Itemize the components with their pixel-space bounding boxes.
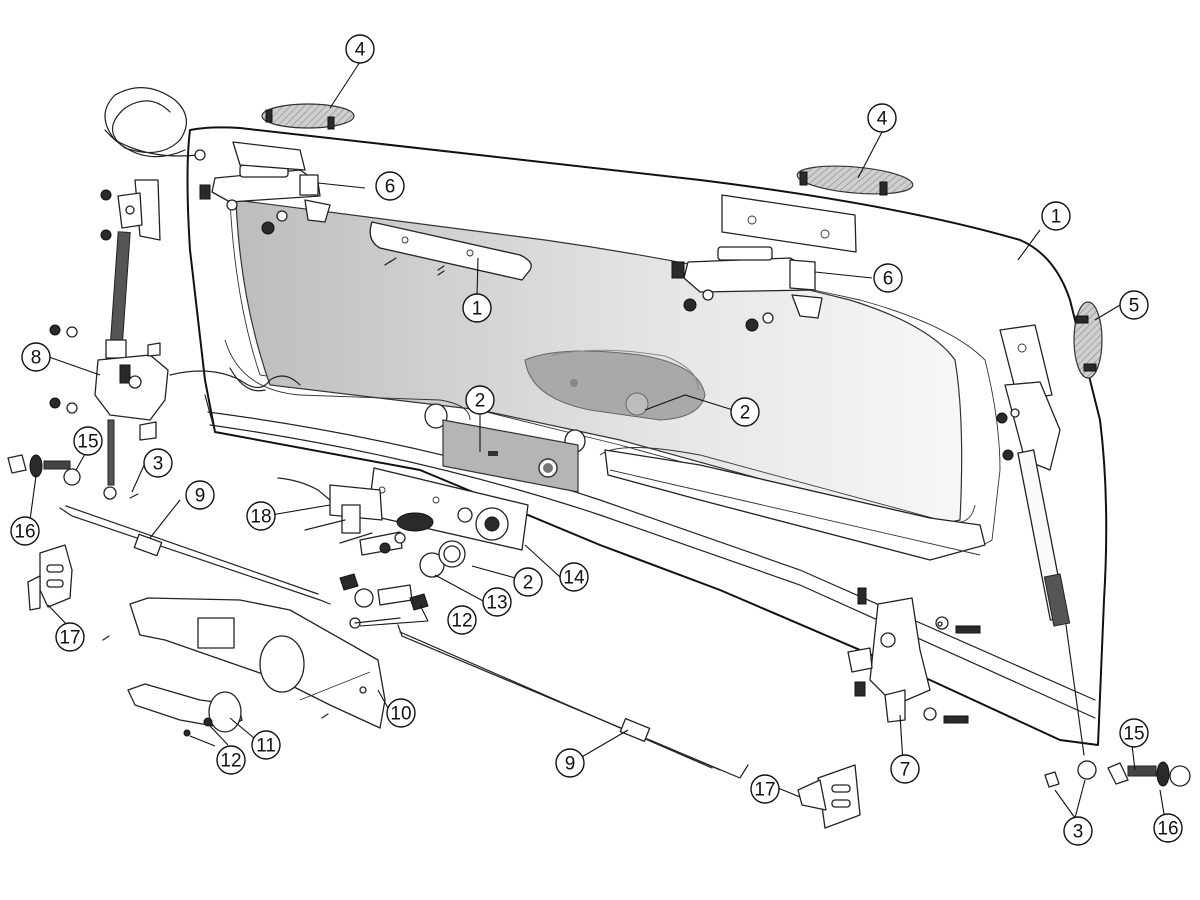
callout-2: 2 [730, 397, 760, 427]
callout-number: 2 [523, 573, 534, 594]
callout-2: 2 [465, 385, 495, 415]
callout-17: 17 [750, 774, 780, 804]
callout-1: 1 [1041, 201, 1071, 231]
side-cover [999, 301, 1103, 401]
callout-number: 12 [451, 611, 472, 632]
callout-number: 15 [1123, 724, 1144, 745]
callout-4: 4 [867, 103, 897, 133]
callout-number: 4 [877, 109, 888, 130]
callout-number: 3 [1073, 822, 1084, 843]
callout-number: 7 [900, 760, 911, 781]
callout-13: 13 [482, 587, 512, 617]
callout-18: 18 [246, 501, 276, 531]
callout-17: 17 [55, 622, 85, 652]
callout-11: 11 [251, 730, 281, 760]
callout-4: 4 [345, 34, 375, 64]
callout-8: 8 [21, 342, 51, 372]
callout-6: 6 [375, 171, 405, 201]
left-strut [100, 179, 161, 359]
callout-number: 9 [565, 754, 576, 775]
center-latch-mechanism [277, 467, 529, 556]
callout-7: 7 [890, 754, 920, 784]
inner-handle [127, 683, 243, 737]
callout-15: 15 [73, 426, 103, 456]
callout-number: 18 [250, 507, 271, 528]
inner-trim-panel [102, 597, 386, 729]
callout-number: 5 [1129, 296, 1140, 317]
callout-3: 3 [143, 448, 173, 478]
upper-hinge-right [671, 194, 857, 332]
hinge-cover-left [261, 103, 355, 130]
callout-number: 12 [220, 751, 241, 772]
callout-number: 9 [195, 486, 206, 507]
right-gas-strut [996, 381, 1097, 780]
callout-number: 13 [486, 593, 507, 614]
callout-number: 16 [1157, 819, 1178, 840]
inside-handle-ghost [524, 349, 706, 421]
callout-15: 15 [1119, 718, 1149, 748]
callout-6: 6 [873, 263, 903, 293]
callout-number: 2 [475, 391, 486, 412]
callout-number: 1 [1051, 207, 1062, 228]
callout-number: 17 [754, 780, 775, 801]
callout-14: 14 [559, 562, 589, 592]
callout-number: 4 [355, 40, 366, 61]
hinge-cover-right [796, 165, 914, 196]
latch-rod-left [59, 505, 331, 605]
callout-number: 15 [77, 432, 98, 453]
striker-right [797, 764, 861, 829]
callout-number: 1 [472, 299, 483, 320]
left-latch-assembly [49, 324, 169, 500]
callout-1: 1 [462, 293, 492, 323]
right-latch [847, 587, 981, 724]
inner-reinforcement [224, 339, 986, 561]
callout-number: 2 [740, 403, 751, 424]
latch-clips [339, 573, 429, 629]
callout-16: 16 [1153, 813, 1183, 843]
latch-rod-right [397, 624, 749, 779]
callout-number: 10 [390, 704, 411, 725]
callout-number: 14 [563, 568, 585, 589]
callout-5: 5 [1119, 290, 1149, 320]
callout-1: 1 [1042, 202, 1070, 230]
callout-number: 6 [883, 269, 894, 290]
callout-16: 16 [10, 516, 40, 546]
callout-2: 2 [513, 567, 543, 597]
callout-number: 6 [385, 177, 396, 198]
lock-ring-gasket [419, 540, 466, 578]
right-hinge-bolt [1044, 761, 1191, 788]
striker-left [27, 544, 73, 611]
callout-number: 8 [31, 348, 42, 369]
callout-12: 12 [216, 745, 246, 775]
callout-number: 11 [256, 736, 276, 757]
wire-harness [104, 86, 301, 392]
callout-number: 17 [59, 628, 80, 649]
callout-3: 3 [1063, 816, 1093, 846]
callout-10: 10 [386, 698, 416, 728]
callout-9: 9 [185, 480, 215, 510]
left-hinge-bolt [7, 454, 81, 486]
license-plate-panel [442, 419, 579, 493]
callout-layer: 1122233445667899101112121314151516161717… [10, 34, 1183, 846]
misc-fasteners [384, 260, 943, 627]
callout-number: 3 [153, 454, 164, 475]
callout-9: 9 [555, 748, 585, 778]
upper-hinge-left [199, 141, 331, 235]
callout-12: 12 [447, 605, 477, 635]
callout-number: 16 [14, 522, 35, 543]
